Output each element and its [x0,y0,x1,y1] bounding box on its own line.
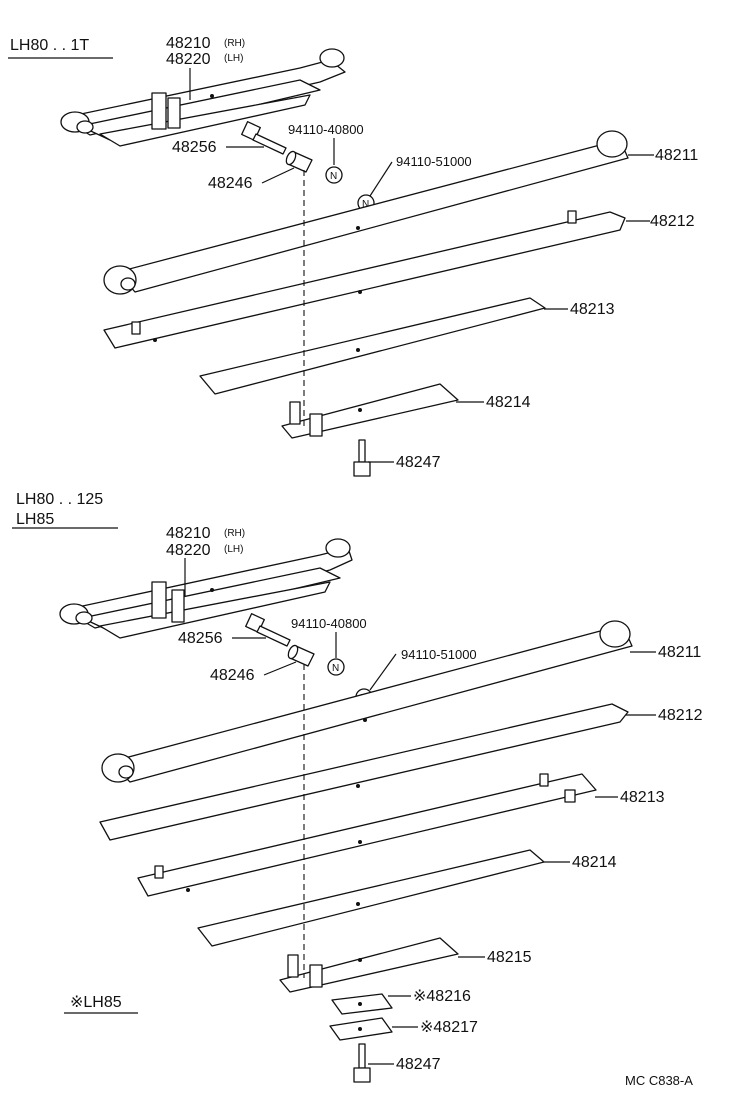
nut-a-label: 94110-40800 [288,122,364,137]
nut-a-icon: N [325,166,343,184]
leaf-5-label-2: 48215 [487,949,532,966]
assy-number-rh: 48210 [166,35,211,52]
bolt-label: 48256 [172,139,217,156]
section-2: LH80 . . 125 LH85 48210 (RH) 48220 (LH) … [12,491,703,1083]
leaf-1-label-2: 48211 [658,644,701,661]
assy-rh-suffix: (RH) [224,38,245,49]
leaf-3-label-2: 48213 [620,789,665,806]
leaf-4-label-2: 48214 [572,854,617,871]
section-2-header-line-1: LH80 . . 125 [16,491,103,508]
leaf-1-illustration-2 [101,620,633,783]
nut-b-label-2: 94110-51000 [401,647,477,662]
bolt-illustration-2 [245,613,291,647]
section-1-header: LH80 . . 1T [10,37,89,54]
leaf-1-illustration [103,130,629,295]
svg-text:N: N [330,171,337,182]
nut-b-label: 94110-51000 [396,154,472,169]
spacer-1-illustration [331,993,393,1015]
leaf-4-label: 48214 [486,394,531,411]
assy-lh-suffix-2: (LH) [224,544,243,555]
center-bolt-label-2: 48247 [396,1056,441,1073]
svg-text:N: N [362,199,369,210]
assy-number-rh-2: 48210 [166,525,211,542]
spring-assembly-illustration-2 [59,538,353,639]
center-bolt-illustration [353,439,371,477]
spacer-1-label: ※48216 [413,988,471,1005]
spacer-2-label: ※48217 [420,1019,478,1036]
leaf-3-illustration [199,297,546,395]
center-bolt-label: 48247 [396,454,441,471]
leaf-4-illustration [281,383,459,439]
leaf-2-label: 48212 [650,213,695,230]
bolt-illustration [241,121,287,155]
leaf-3-illustration-2 [137,773,597,897]
leaf-2-illustration-2 [99,703,629,841]
leaf-1-label: 48211 [655,147,698,164]
spacer-2-illustration [329,1017,393,1041]
nut-a-icon-2: N [327,658,345,676]
leaf-3-label: 48213 [570,301,615,318]
pin-label-2: 48246 [210,667,255,684]
center-bolt-illustration-2 [353,1043,371,1083]
pin-illustration-2 [287,644,315,667]
assy-lh-suffix: (LH) [224,53,243,64]
section-2-header-line-2: LH85 [16,511,54,528]
assy-number-lh: 48220 [166,51,211,68]
leaf-5-illustration-2 [279,937,459,993]
diagram-code: MC C838-A [625,1073,693,1088]
leaf-2-illustration [103,210,626,349]
nut-a-label-2: 94110-40800 [291,616,367,631]
assy-number-lh-2: 48220 [166,542,211,559]
pin-label: 48246 [208,175,253,192]
svg-text:N: N [332,663,339,674]
bolt-label-2: 48256 [178,630,223,647]
footnote: ※LH85 [70,994,122,1011]
pin-illustration [285,150,313,173]
assy-rh-suffix-2: (RH) [224,528,245,539]
section-1: LH80 . . 1T 48210 (RH) 48220 (LH) 48256 … [8,35,698,477]
leaf-2-label-2: 48212 [658,707,703,724]
spring-assembly-illustration [60,48,346,147]
